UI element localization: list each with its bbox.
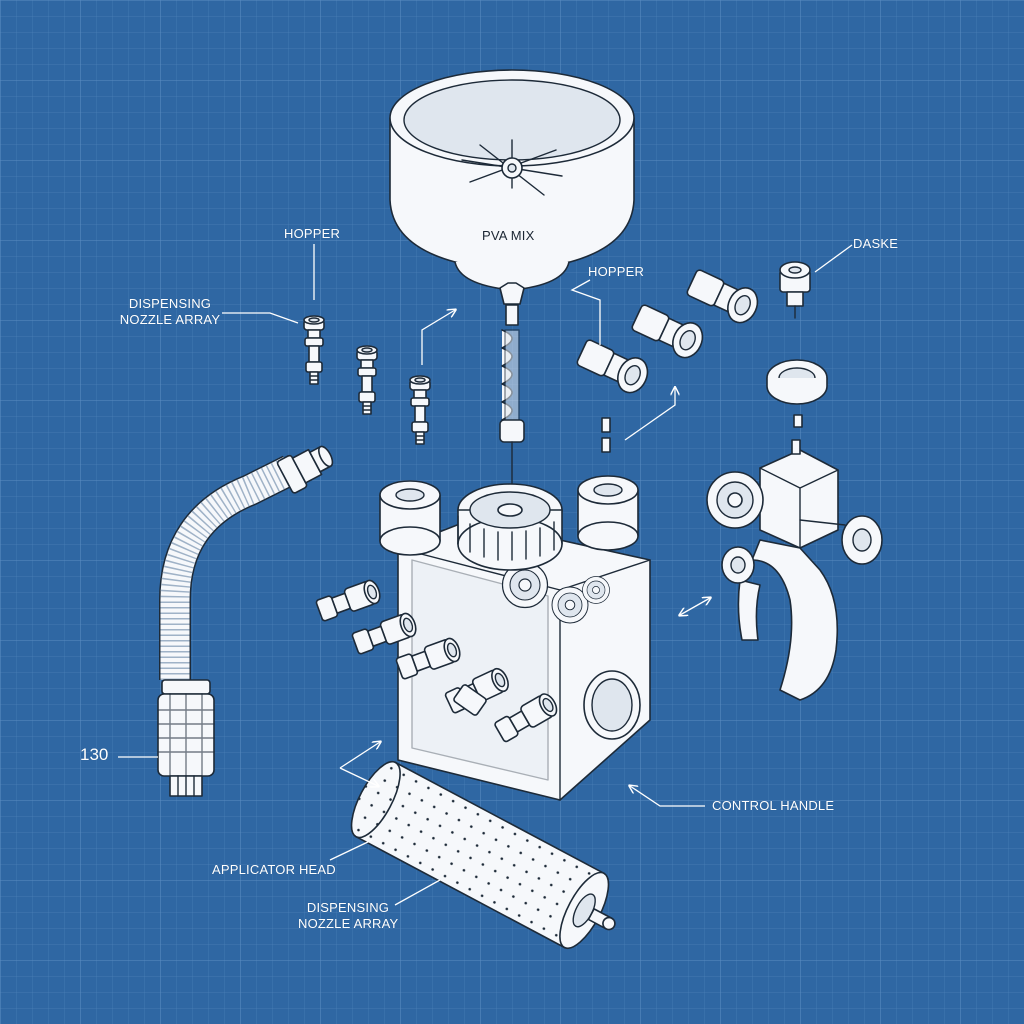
main-housing [379,475,651,801]
label-dispensing-bottom: DISPENSING NOZZLE ARRAY [298,900,398,932]
label-dispensing-top-line2: NOZZLE ARRAY [119,312,221,327]
label-dispensing-bottom-line1: DISPENSING [306,900,390,915]
label-dispensing-bottom-line2: NOZZLE ARRAY [298,916,399,931]
label-control-handle: CONTROL HANDLE [712,798,835,813]
fittings-top-right [576,261,828,453]
label-daske: DASKE [853,236,899,251]
label-number-130: 130 [80,745,109,764]
applicator-roller [350,760,616,950]
curved-hose [157,445,334,797]
label-applicator-head: APPLICATOR HEAD [212,862,336,877]
control-handle-gun [706,439,883,701]
leader-lines [118,244,853,906]
label-hopper-center: HOPPER [588,264,645,279]
hopper-bowl [389,69,635,291]
label-dispensing-top-line1: DISPENSING [128,296,212,311]
auger-shaft [499,282,525,501]
label-pva-mix: PVA MIX [482,228,535,243]
label-hopper-left: HOPPER [284,226,341,241]
label-dispensing-top: DISPENSING NOZZLE ARRAY [118,296,222,328]
